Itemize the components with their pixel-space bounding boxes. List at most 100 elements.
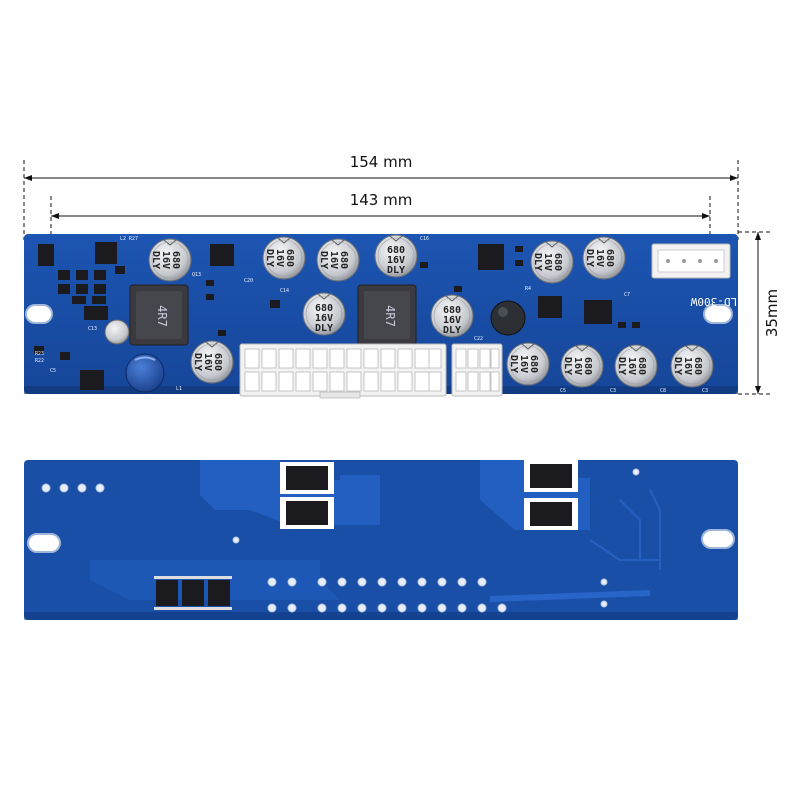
inductor-right: 4R7 [357, 284, 417, 346]
svg-text:680: 680 [528, 355, 539, 373]
board-top-view: L2 R27 R23 R22 C5 C13 4R7 4R7 [24, 234, 738, 399]
svg-text:C5: C5 [50, 368, 56, 374]
svg-text:C16: C16 [420, 236, 429, 242]
board-bottom-view [24, 460, 738, 620]
dimension-overall: 154 mm [23, 153, 739, 240]
silkscreen-left: L2 R27 R23 R22 C5 C13 [35, 236, 138, 374]
svg-text:L2 R27: L2 R27 [120, 236, 138, 242]
svg-text:16V: 16V [328, 251, 339, 269]
svg-text:16V: 16V [443, 315, 461, 326]
svg-text:R4: R4 [525, 286, 531, 292]
svg-text:16V: 16V [594, 249, 605, 267]
traces [589, 489, 661, 570]
svg-text:C20: C20 [244, 278, 253, 284]
svg-text:C3: C3 [610, 388, 616, 394]
svg-text:16V: 16V [682, 357, 693, 375]
overall-width-label: 154 mm [350, 153, 413, 171]
svg-text:R23: R23 [35, 351, 44, 357]
mosfet-group-right [524, 460, 578, 530]
svg-text:DLY: DLY [264, 249, 275, 267]
svg-text:16V: 16V [518, 355, 529, 373]
svg-text:16V: 16V [274, 249, 285, 267]
svg-text:16V: 16V [572, 357, 583, 375]
svg-text:DLY: DLY [443, 325, 461, 336]
smd-components-mid [206, 244, 640, 336]
smd-components-left [34, 242, 125, 390]
mounting-slot-bottom-left [27, 533, 61, 553]
svg-text:Q13: Q13 [192, 272, 201, 278]
svg-text:DLY: DLY [584, 249, 595, 267]
svg-text:16V: 16V [626, 357, 637, 375]
svg-text:DLY: DLY [532, 253, 543, 271]
solder-pads [41, 468, 640, 613]
svg-text:C8: C8 [660, 388, 666, 394]
svg-text:680: 680 [443, 305, 461, 316]
svg-text:680: 680 [604, 249, 615, 267]
svg-text:680: 680 [552, 253, 563, 271]
svg-text:680: 680 [582, 357, 593, 375]
atx-24pin-connector [239, 343, 447, 399]
svg-text:680: 680 [212, 353, 223, 371]
svg-text:680: 680 [692, 357, 703, 375]
cpu-8pin-connector [451, 343, 503, 397]
svg-text:680: 680 [170, 251, 181, 269]
svg-text:DLY: DLY [508, 355, 519, 373]
inductor-right-marking: 4R7 [383, 305, 397, 327]
mounting-slot-right [703, 304, 733, 324]
svg-text:C7: C7 [624, 292, 630, 298]
svg-text:DLY: DLY [387, 265, 405, 276]
svg-text:680: 680 [284, 249, 295, 267]
svg-text:C5: C5 [560, 388, 566, 394]
svg-text:16V: 16V [202, 353, 213, 371]
model-label: LD-300W [690, 295, 737, 308]
svg-text:DLY: DLY [616, 357, 627, 375]
svg-text:C22: C22 [474, 336, 483, 342]
svg-text:C3: C3 [702, 388, 708, 394]
svg-text:DLY: DLY [315, 323, 333, 334]
svg-text:L1: L1 [176, 386, 182, 392]
svg-text:C13: C13 [88, 326, 97, 332]
svg-text:DLY: DLY [192, 353, 203, 371]
svg-text:R22: R22 [35, 358, 44, 364]
mounting-slot-left [25, 304, 53, 324]
inductor-left: 4R7 [129, 284, 189, 346]
svg-text:DLY: DLY [150, 251, 161, 269]
small-capacitor [104, 319, 130, 345]
height-label: 35mm [763, 289, 781, 337]
mosfet-group-left [280, 462, 334, 529]
hole-spacing-label: 143 mm [350, 191, 413, 209]
svg-text:DLY: DLY [318, 251, 329, 269]
svg-text:16V: 16V [160, 251, 171, 269]
svg-text:16V: 16V [387, 255, 405, 266]
svg-text:680: 680 [315, 303, 333, 314]
inductor-left-marking: 4R7 [155, 305, 169, 327]
svg-text:680: 680 [338, 251, 349, 269]
svg-text:C14: C14 [280, 288, 289, 294]
soic-chips [154, 576, 232, 610]
dimension-height: 35mm [738, 231, 781, 395]
svg-text:DLY: DLY [562, 357, 573, 375]
dimension-hole-spacing: 143 mm [50, 191, 711, 320]
svg-text:16V: 16V [315, 313, 333, 324]
svg-text:16V: 16V [542, 253, 553, 271]
fan-4pin-header [651, 243, 731, 279]
svg-text:680: 680 [636, 357, 647, 375]
blue-capacitor [125, 353, 165, 393]
